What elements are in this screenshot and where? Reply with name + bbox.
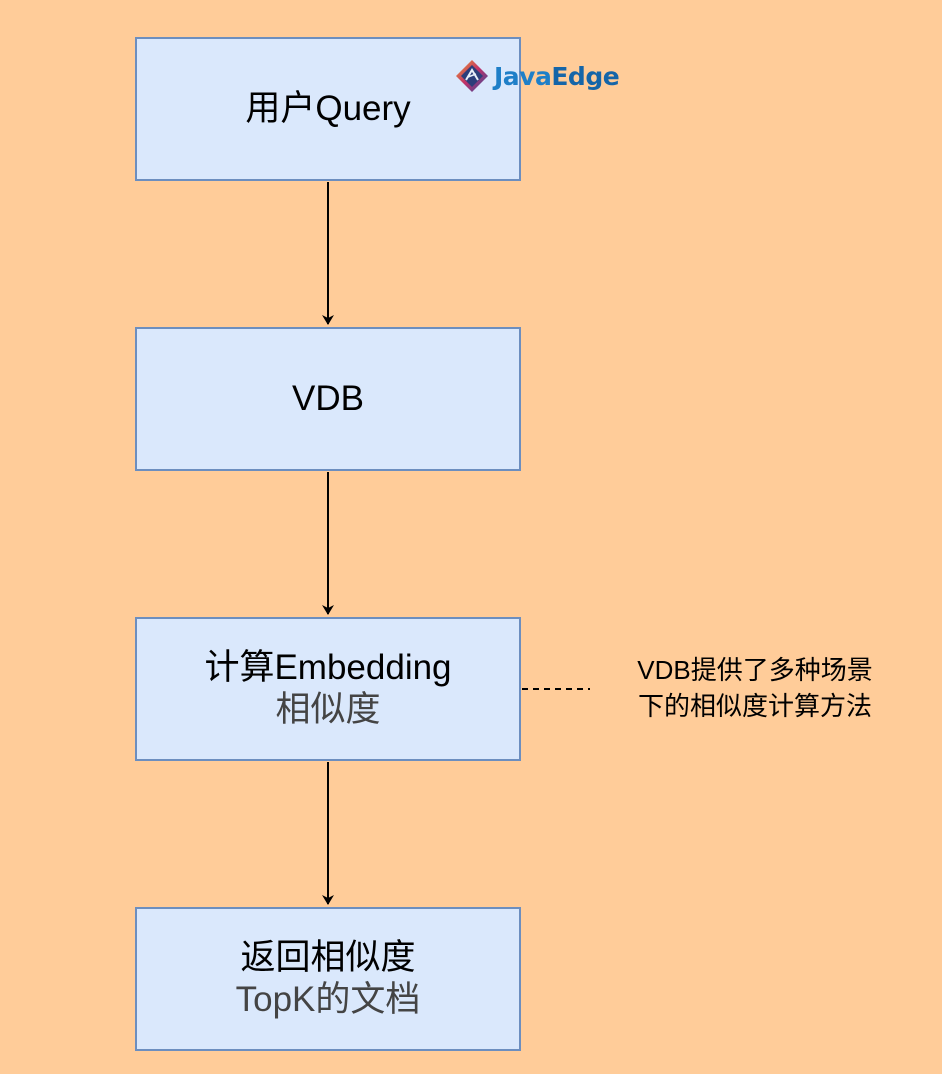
node-user-query[interactable]: 用户Query <box>135 37 521 181</box>
node-label-secondary: 相似度 <box>275 690 381 729</box>
watermark-logo: JavaEdge <box>454 58 620 94</box>
javaedge-logo-icon <box>456 60 488 92</box>
node-compute-similarity[interactable]: 计算Embedding 相似度 <box>135 617 521 761</box>
node-label-secondary: TopK的文档 <box>235 980 421 1019</box>
annotation-line: VDB提供了多种场景 <box>637 655 873 685</box>
watermark-text: JavaEdge <box>494 61 620 91</box>
node-label: 计算Embedding <box>204 648 452 687</box>
node-label: 返回相似度 <box>240 938 416 977</box>
annotation-line: 下的相似度计算方法 <box>637 691 872 721</box>
node-label: VDB <box>292 379 364 418</box>
node-label: 用户Query <box>245 89 411 128</box>
node-return-topk[interactable]: 返回相似度 TopK的文档 <box>135 907 521 1051</box>
annotation-note: VDB提供了多种场景 下的相似度计算方法 <box>600 652 910 724</box>
node-vdb[interactable]: VDB <box>135 327 521 471</box>
